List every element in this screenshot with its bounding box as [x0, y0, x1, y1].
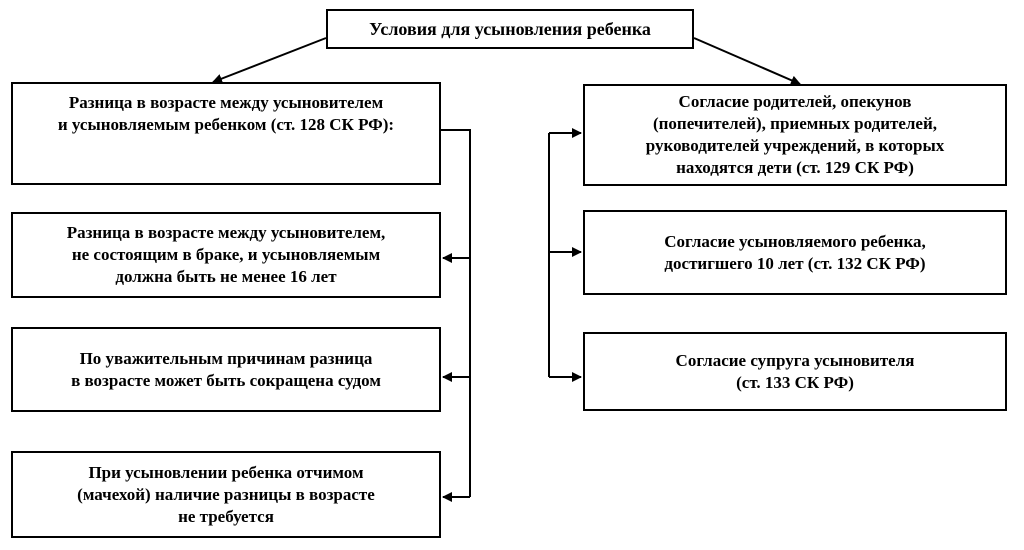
age-difference-box: Разница в возрасте между усыновителем и …	[11, 82, 441, 185]
parents-consent-box: Согласие родителей, опекунов (попечителе…	[583, 84, 1007, 186]
stepparent-box: При усыновлении ребенка отчимом (мачехой…	[11, 451, 441, 538]
child-consent-box: Согласие усыновляемого ребенка, достигше…	[583, 210, 1007, 295]
spouse-consent-text: Согласие супруга усыновителя (ст. 133 СК…	[675, 350, 915, 392]
arrow-title-to-left	[212, 37, 327, 84]
court-reduction-text: По уважительным причинам разница в возра…	[71, 348, 381, 390]
diagram-title: Условия для усыновления ребенка	[369, 19, 651, 39]
arrow-title-to-right	[693, 37, 801, 86]
diagram-title-box: Условия для усыновления ребенка	[326, 9, 694, 49]
unmarried-adopter-box: Разница в возрасте между усыновителем, н…	[11, 212, 441, 298]
age-difference-text: Разница в возрасте между усыновителем и …	[57, 93, 395, 134]
left-bracket-line	[441, 129, 471, 497]
stepparent-text: При усыновлении ребенка отчимом (мачехой…	[77, 462, 375, 526]
court-reduction-box: По уважительным причинам разница в возра…	[11, 327, 441, 412]
spouse-consent-box: Согласие супруга усыновителя (ст. 133 СК…	[583, 332, 1007, 411]
parents-consent-text: Согласие родителей, опекунов (попечителе…	[645, 92, 945, 177]
child-consent-text: Согласие усыновляемого ребенка, достигше…	[664, 231, 926, 273]
unmarried-adopter-text: Разница в возрасте между усыновителем, н…	[66, 223, 386, 286]
